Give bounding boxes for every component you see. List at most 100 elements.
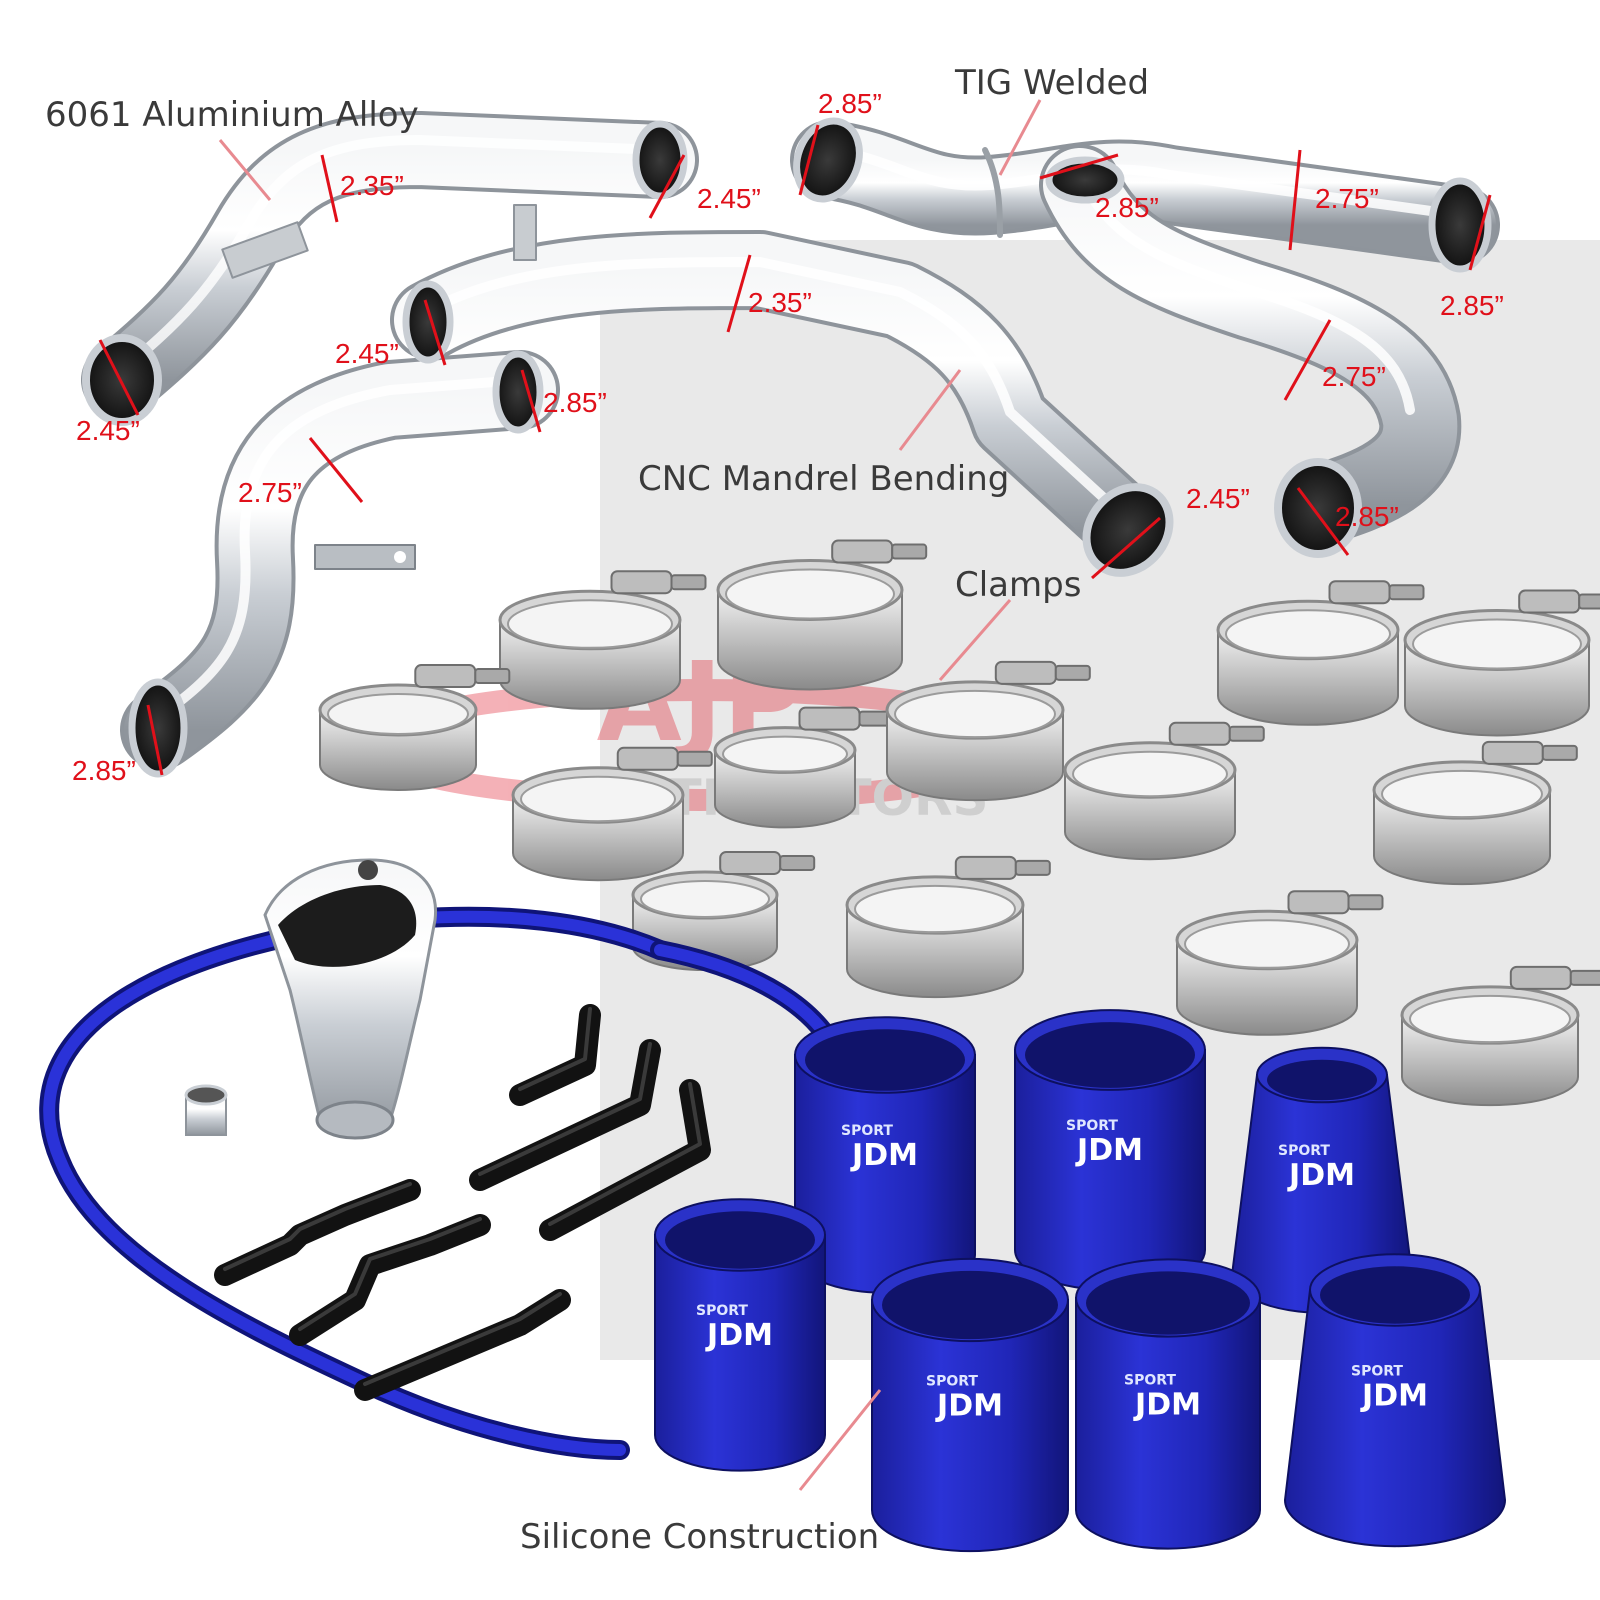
pipe-end — [128, 678, 188, 778]
aluminium-pipe-icon — [120, 350, 560, 770]
dim-label: 2.85” — [72, 755, 136, 786]
tab-hole — [394, 551, 406, 563]
mounting-bracket-icon — [469, 1039, 661, 1191]
coupler-brand-sub: SPORT — [1066, 1118, 1118, 1134]
dim-arrow — [1468, 194, 1492, 271]
throttle-flange-icon — [263, 858, 438, 1140]
coupler-brand-sub: SPORT — [926, 1374, 978, 1390]
pipe-nipple — [513, 204, 537, 261]
coupler-brand-sub: SPORT — [696, 1303, 748, 1319]
leader-aluminium — [218, 139, 272, 201]
dim-label: 2.75” — [238, 477, 302, 508]
coupler-brand-logo: JDM — [850, 1138, 918, 1173]
mounting-bracket-icon — [289, 1214, 491, 1346]
pipe-end — [402, 280, 454, 364]
dim-arrow — [726, 254, 752, 333]
label-silicone: Silicone Construction — [520, 1517, 879, 1557]
t-bolt-clamp-icon — [713, 706, 895, 829]
dim-arrow — [1091, 516, 1161, 580]
pipe-end — [492, 350, 544, 434]
aluminium-pipe-icon — [1039, 144, 1462, 546]
t-bolt-clamp-icon — [498, 570, 707, 710]
dim-label: 2.45” — [697, 183, 761, 214]
t-bolt-clamp-icon — [318, 664, 511, 791]
pipe-end — [632, 120, 688, 200]
pipe-end — [1274, 458, 1362, 558]
t-bolt-clamp-icon — [885, 660, 1091, 802]
dim-arrow — [648, 154, 686, 219]
dim-label: 2.85” — [1335, 501, 1399, 532]
weld-bead — [982, 147, 1003, 238]
spacer-icon — [184, 1084, 228, 1136]
dim-label: 2.45” — [76, 415, 140, 446]
dim-arrow — [320, 154, 339, 223]
coupler-brand-logo: JDM — [1287, 1158, 1355, 1193]
pipe-end — [82, 334, 162, 426]
label-aluminium-alloy: 6061 Aluminium Alloy — [45, 95, 419, 135]
coupler-brand-logo: JDM — [935, 1389, 1003, 1424]
t-bolt-clamp-icon — [716, 539, 928, 691]
coupler-brand-logo: JDM — [705, 1318, 773, 1353]
t-bolt-clamp-icon — [511, 746, 713, 882]
coupler-brand-logo: JDM — [1360, 1379, 1428, 1414]
leader-silicone — [798, 1389, 882, 1491]
mounting-bracket-icon — [509, 1004, 601, 1106]
dim-label: 2.85” — [1440, 290, 1504, 321]
dim-arrow — [798, 124, 820, 196]
coupler-brand-sub: SPORT — [1124, 1373, 1176, 1389]
dim-arrow — [520, 369, 542, 433]
coupler-brand-sub: SPORT — [1278, 1143, 1330, 1159]
pipe-group — [81, 111, 1500, 770]
coupler-brand-sub: SPORT — [841, 1123, 893, 1139]
dimension-arrows — [98, 124, 1492, 776]
t-bolt-clamp-icon — [1216, 580, 1425, 726]
t-bolt-clamp-icon — [1372, 740, 1578, 886]
dim-label: 2.45” — [1186, 483, 1250, 514]
clamp-group — [318, 539, 1600, 1107]
coupler-brand-logo: JDM — [1133, 1388, 1201, 1423]
leader-tig — [998, 99, 1042, 176]
dim-arrow — [146, 704, 164, 776]
dim-arrow — [1296, 487, 1350, 556]
label-tig-welded: TIG Welded — [954, 63, 1149, 103]
aluminium-pipe-icon — [390, 230, 1170, 570]
dim-label: 2.75” — [1322, 361, 1386, 392]
leader-cnc — [898, 369, 962, 451]
dim-arrow — [308, 437, 364, 503]
mounting-bracket-icon — [354, 1289, 571, 1401]
leader-lines — [218, 99, 1042, 1491]
pipe-end — [1428, 177, 1492, 273]
coupler-brand-sub: SPORT — [1351, 1364, 1403, 1380]
dim-label: 2.45” — [335, 338, 399, 369]
t-bolt-clamp-icon — [1400, 965, 1600, 1107]
pipe-end — [793, 117, 863, 203]
pipe-end — [1082, 483, 1174, 577]
dim-label: 2.35” — [748, 287, 812, 318]
dim-arrow — [423, 299, 447, 366]
t-bolt-clamp-icon — [845, 855, 1051, 999]
pipe-tab — [221, 221, 309, 279]
dim-label: 2.35” — [340, 170, 404, 201]
dim-label: 2.85” — [1095, 192, 1159, 223]
dim-arrow — [98, 339, 140, 416]
dim-label: 2.85” — [818, 88, 882, 119]
mounting-bracket-icon — [539, 1079, 711, 1241]
bracket-group — [214, 1004, 711, 1401]
dim-arrow — [1283, 319, 1332, 401]
t-bolt-clamp-icon — [1063, 721, 1265, 861]
mounting-bracket-icon — [214, 1179, 421, 1286]
label-cnc-bending: CNC Mandrel Bending — [638, 459, 1009, 499]
coupler-brand-logo: JDM — [1075, 1133, 1143, 1168]
label-clamps: Clamps — [955, 565, 1081, 605]
aluminium-pipe-icon — [81, 111, 699, 419]
t-bolt-clamp-icon — [1403, 589, 1600, 737]
